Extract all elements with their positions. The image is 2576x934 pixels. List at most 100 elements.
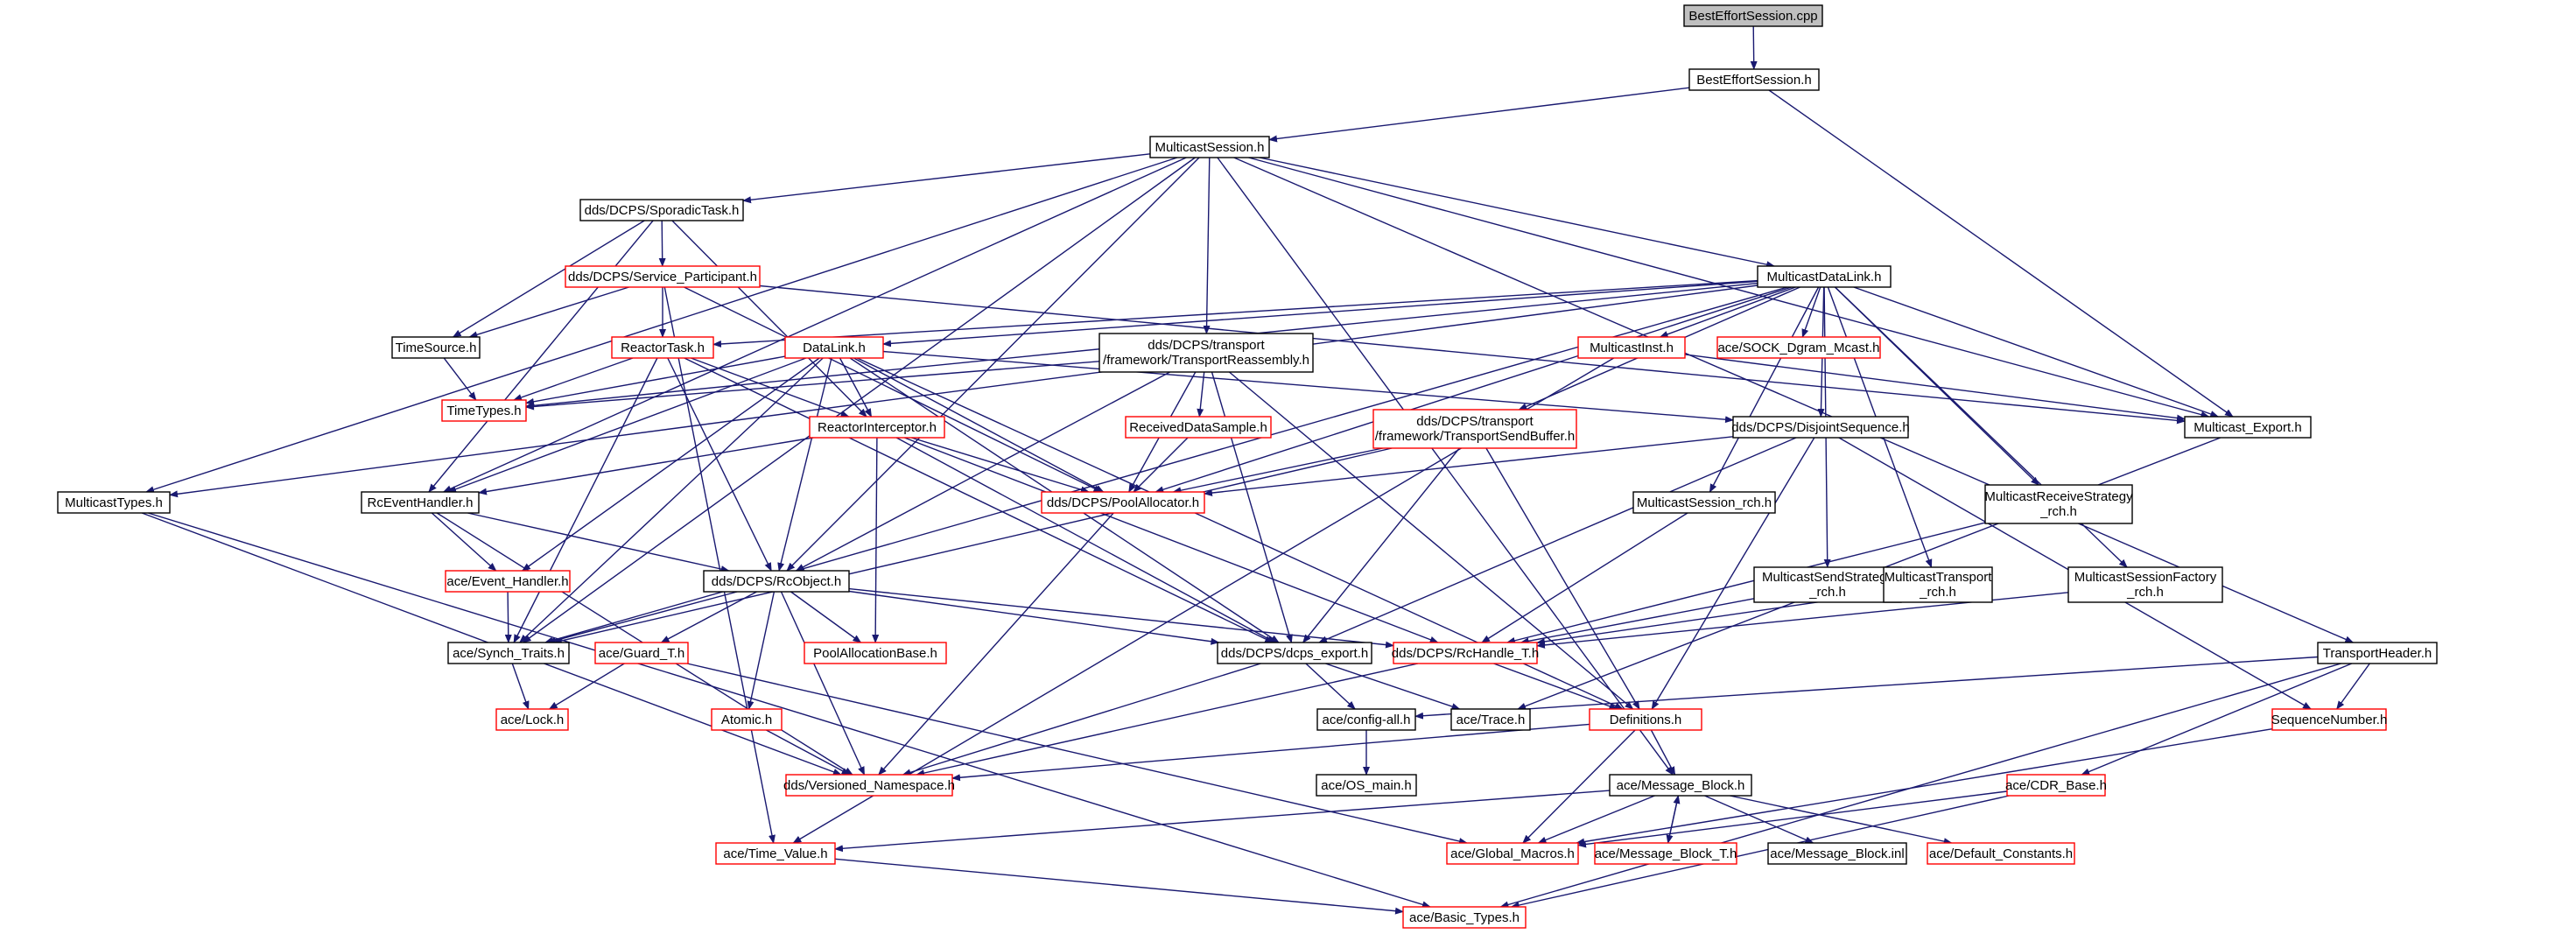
node-timetypes-h[interactable]: TimeTypes.h [441, 399, 527, 422]
node-multicastreceivestrategy-rch-h[interactable]: MulticastReceiveStrategy_rch.h [1984, 484, 2133, 524]
node-dds-dcps-rchandle-t-h[interactable]: dds/DCPS/RcHandle_T.h [1392, 642, 1539, 664]
node-multicastsession-rch-h[interactable]: MulticastSession_rch.h [1632, 491, 1776, 514]
node-besteffortsession-cpp: BestEffortSession.cpp [1683, 4, 1823, 27]
node-multicast-export-h[interactable]: Multicast_Export.h [2184, 416, 2312, 439]
edge-n39-n42 [951, 723, 1590, 782]
node-label: dds/DCPS/transport/framework/TransportSe… [1375, 414, 1575, 444]
node-dds-dcps-disjointsequence-h[interactable]: dds/DCPS/DisjointSequence.h [1731, 416, 1910, 439]
edge-n17-n32 [1318, 437, 1797, 643]
node-ace-time-value-h[interactable]: ace/Time_Value.h [715, 842, 836, 865]
edge-n29-n35 [511, 663, 530, 710]
edge-n36-n42 [766, 729, 851, 776]
node-reactortask-h[interactable]: ReactorTask.h [611, 336, 714, 359]
edge-n14-n21 [910, 437, 1090, 494]
node-box [565, 265, 761, 288]
node-box [57, 491, 171, 514]
node-ace-trace-h[interactable]: ace/Trace.h [1450, 708, 1531, 731]
node-label: TimeTypes.h [446, 404, 521, 418]
edge-n20-n24 [431, 512, 497, 572]
edge-n04-n14 [671, 220, 867, 418]
node-ace-cdr-base-h[interactable]: ace/CDR_Base.h [2005, 774, 2107, 797]
node-ace-os-main-h[interactable]: ace/OS_main.h [1316, 774, 1417, 797]
edge-n39-n46 [1522, 729, 1636, 844]
node-dds-dcps-rcobject-h[interactable]: dds/DCPS/RcObject.h [703, 570, 850, 593]
edge-n32-n38 [1325, 663, 1461, 710]
edge-n34-n37 [1414, 656, 2319, 720]
node-label: BestEffortSession.h [1696, 73, 1811, 88]
node-ace-lock-h[interactable]: ace/Lock.h [495, 708, 569, 731]
node-dds-dcps-sporadictask-h[interactable]: dds/DCPS/SporadicTask.h [579, 199, 744, 221]
node-dds-dcps-dcps-export-h[interactable]: dds/DCPS/dcps_export.h [1217, 642, 1372, 664]
node-box [1446, 842, 1579, 865]
node-ace-message-block-t-h[interactable]: ace/Message_Block_T.h [1594, 842, 1737, 865]
edge-n23-n33 [1506, 522, 1986, 644]
edge-n47-n43 [1667, 795, 1681, 844]
edge-n39-n43 [1650, 729, 1676, 776]
node-ace-message-block-inl[interactable]: ace/Message_Block.inl [1767, 842, 1907, 865]
node-ace-config-all-h[interactable]: ace/config-all.h [1316, 708, 1416, 731]
node-label: MulticastSession.h [1155, 140, 1264, 155]
edge-n15-n21 [1133, 437, 1189, 493]
node-ace-sock-dgram-mcast-h[interactable]: ace/SOCK_Dgram_Mcast.h [1716, 336, 1881, 359]
node-label: ace/CDR_Base.h [2005, 778, 2107, 793]
edge-n09-n24 [521, 357, 820, 572]
node-label: ace/Event_Handler.h [446, 574, 568, 589]
node-box [1589, 708, 1702, 731]
node-multicastsendstrategy-rch-h[interactable]: MulticastSendStrategy_rch.h [1753, 566, 1902, 603]
node-sequencenumber-h[interactable]: SequenceNumber.h [2271, 708, 2388, 731]
node-timesource-h[interactable]: TimeSource.h [391, 336, 481, 359]
node-receiveddatasample-h[interactable]: ReceivedDataSample.h [1125, 416, 1272, 439]
node-multicastdatalink-h[interactable]: MulticastDataLink.h [1757, 265, 1892, 288]
node-ace-synch-traits-h[interactable]: ace/Synch_Traits.h [447, 642, 570, 664]
edge-n11-n18 [1684, 354, 2186, 422]
edge-n25-n29 [546, 591, 738, 644]
node-ace-default-constants-h[interactable]: ace/Default_Constants.h [1927, 842, 2075, 865]
node-ace-global-macros-h[interactable]: ace/Global_Macros.h [1446, 842, 1579, 865]
node-box [1041, 491, 1205, 514]
node-label: DataLink.h [803, 341, 866, 355]
node-box [447, 642, 570, 664]
node-multicastsessionfactory-rch-h[interactable]: MulticastSessionFactory_rch.h [2067, 566, 2223, 603]
node-box [1316, 774, 1417, 797]
node-dds-dcps-transport-framework-transportsendbuffer-h[interactable]: dds/DCPS/transport/framework/TransportSe… [1372, 409, 1577, 449]
edge-n22-n33 [1481, 512, 1688, 643]
node-multicasttypes-h[interactable]: MulticastTypes.h [57, 491, 171, 514]
node-label: MulticastInst.h [1590, 341, 1674, 355]
node-dds-versioned-namespace-h[interactable]: dds/Versioned_Namespace.h [783, 774, 955, 797]
edge-n03-n04 [742, 153, 1151, 204]
node-box [1316, 708, 1416, 731]
edge-n09-n29 [519, 357, 824, 643]
node-ace-message-block-h[interactable]: ace/Message_Block.h [1609, 774, 1752, 797]
node-rceventhandler-h[interactable]: RcEventHandler.h [361, 491, 480, 514]
node-label: PoolAllocationBase.h [813, 646, 937, 661]
node-datalink-h[interactable]: DataLink.h [784, 336, 884, 359]
edge-n05-n21 [684, 286, 1103, 493]
edge-n05-n45 [663, 286, 776, 844]
node-besteffortsession-h[interactable]: BestEffortSession.h [1688, 68, 1820, 91]
node-dds-dcps-poolallocator-h[interactable]: dds/DCPS/PoolAllocator.h [1041, 491, 1205, 514]
node-multicastsession-h[interactable]: MulticastSession.h [1149, 136, 1270, 158]
edge-n05-n18 [759, 284, 2186, 425]
node-multicasttransport-rch-h[interactable]: MulticastTransport_rch.h [1883, 566, 1993, 603]
node-box [1217, 642, 1372, 664]
node-box [1767, 842, 1907, 865]
node-dds-dcps-transport-framework-transportreassembly-h[interactable]: dds/DCPS/transport/framework/TransportRe… [1098, 333, 1314, 373]
node-poolallocationbase-h[interactable]: PoolAllocationBase.h [804, 642, 947, 664]
node-box [1149, 136, 1270, 158]
node-multicastinst-h[interactable]: MulticastInst.h [1577, 336, 1686, 359]
edge-n10-n25 [795, 371, 1170, 572]
node-ace-event-handler-h[interactable]: ace/Event_Handler.h [445, 570, 571, 593]
node-ace-guard-t-h[interactable]: ace/Guard_T.h [594, 642, 689, 664]
node-ace-basic-types-h[interactable]: ace/Basic_Types.h [1402, 906, 1527, 929]
node-box [1716, 336, 1881, 359]
node-box [804, 642, 947, 664]
node-definitions-h[interactable]: Definitions.h [1589, 708, 1702, 731]
node-reactorinterceptor-h[interactable]: ReactorInterceptor.h [809, 416, 945, 439]
edge-n09-n14 [839, 357, 873, 418]
node-box [1393, 642, 1538, 664]
node-atomic-h[interactable]: Atomic.h [711, 708, 783, 731]
node-transportheader-h[interactable]: TransportHeader.h [2317, 642, 2438, 664]
node-box [809, 416, 945, 439]
node-label: ace/Trace.h [1456, 713, 1526, 727]
node-dds-dcps-service-participant-h[interactable]: dds/DCPS/Service_Participant.h [565, 265, 761, 288]
